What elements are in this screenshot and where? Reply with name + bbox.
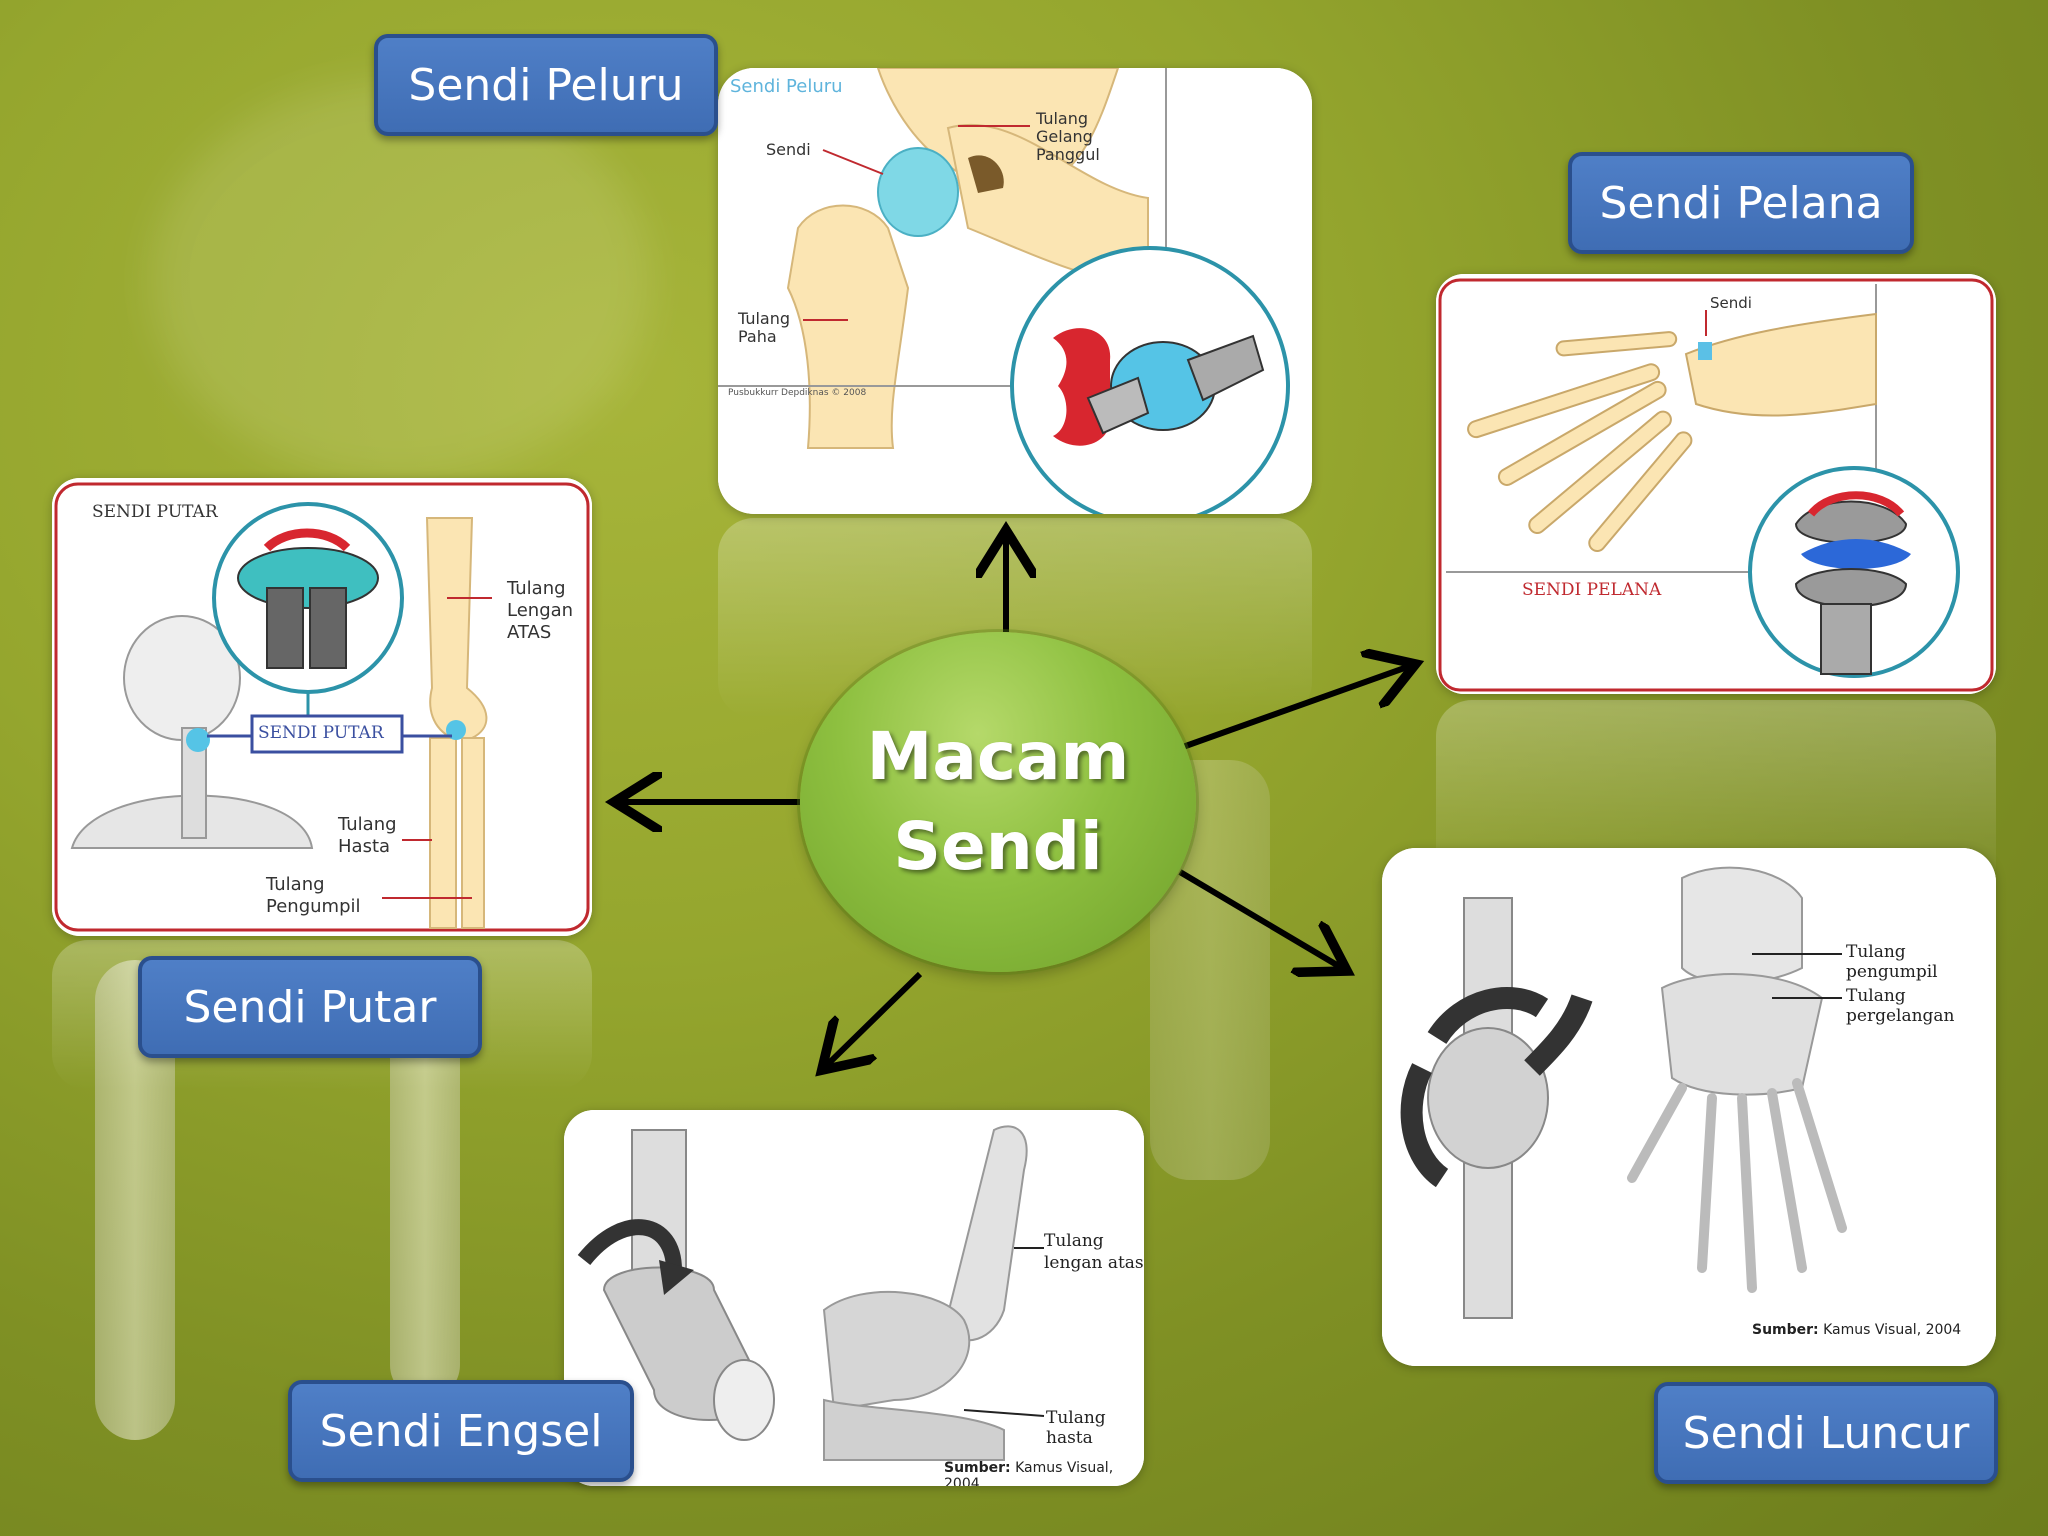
- peluru-label-gelang-1: Tulang: [1036, 109, 1089, 128]
- sendi-luncur-image: Tulang pengumpil Tulang pergelangan Sumb…: [1382, 848, 1996, 1366]
- peluru-label-gelang-2: Gelang: [1036, 127, 1093, 146]
- engsel-label-lengan-1: Tulang: [1044, 1231, 1104, 1251]
- sendi-pelana-image: Sendi SENDI PELANA: [1436, 274, 1996, 694]
- putar-figure-title: SENDI PUTAR: [92, 502, 218, 522]
- engsel-label-lengan-atas: Tulang lengan atas: [1044, 1230, 1144, 1274]
- putar-label-atas-1: Tulang: [507, 578, 566, 599]
- engsel-source-label: Sumber:: [944, 1460, 1011, 1476]
- putar-label-atas-2: Lengan: [507, 600, 574, 621]
- engsel-label-lengan-2: lengan atas: [1044, 1253, 1144, 1273]
- background-glow: [150, 80, 650, 480]
- label-sendi-luncur: Sendi Luncur: [1654, 1382, 1998, 1484]
- luncur-label-pengumpil: Tulang pengumpil: [1846, 942, 1938, 982]
- peluru-label-sendi: Sendi: [766, 140, 811, 159]
- label-sendi-peluru: Sendi Peluru: [374, 34, 718, 136]
- luncur-source-label: Sumber:: [1752, 1322, 1819, 1338]
- luncur-label-pergelangan: Tulang pergelangan: [1846, 986, 1955, 1026]
- putar-label-hasta-2: Hasta: [338, 836, 391, 857]
- arrow-to-pelana: [1178, 666, 1410, 751]
- arrow-to-engsel: [826, 971, 923, 1066]
- putar-label-lengan-atas: Tulang Lengan ATAS: [507, 578, 573, 644]
- peluru-label-gelang: Tulang Gelang Panggul: [1036, 110, 1100, 164]
- putar-label-hasta-1: Tulang: [338, 814, 397, 835]
- putar-label-hasta: Tulang Hasta: [338, 814, 397, 858]
- engsel-source-text: Kamus Visual, 2004: [944, 1460, 1114, 1486]
- putar-label-atas-3: ATAS: [507, 622, 552, 643]
- peluru-label-paha-1: Tulang: [738, 309, 791, 328]
- engsel-source: Sumber: Kamus Visual, 2004: [944, 1460, 1144, 1486]
- center-node-macam-sendi: Macam Sendi: [800, 632, 1196, 972]
- arrow-to-luncur: [1178, 869, 1342, 968]
- label-sendi-putar: Sendi Putar: [138, 956, 482, 1058]
- luncur-source-text: Kamus Visual, 2004: [1823, 1322, 1962, 1338]
- putar-label-pengumpil-1: Tulang: [266, 874, 325, 895]
- pelana-caption: SENDI PELANA: [1522, 580, 1662, 600]
- sendi-engsel-image: Tulang lengan atas Tulang hasta Sumber: …: [564, 1110, 1144, 1486]
- putar-box-label: SENDI PUTAR: [258, 723, 384, 743]
- center-title-line2: Sendi: [893, 808, 1103, 885]
- label-sendi-engsel: Sendi Engsel: [288, 1380, 634, 1482]
- label-sendi-pelana: Sendi Pelana: [1568, 152, 1914, 254]
- peluru-label-paha: Tulang Paha: [738, 310, 790, 346]
- putar-label-pengumpil-2: Pengumpil: [266, 896, 361, 917]
- peluru-credit: Pusbukkurr Depdiknas © 2008: [728, 388, 867, 398]
- sendi-putar-image: SENDI PUTAR SENDI PUTAR Tulang Lengan AT…: [52, 478, 592, 936]
- luncur-source: Sumber: Kamus Visual, 2004: [1752, 1322, 1961, 1338]
- putar-label-pengumpil: Tulang Pengumpil: [266, 874, 361, 918]
- peluru-figure-title: Sendi Peluru: [730, 76, 843, 97]
- sendi-peluru-image: Sendi Peluru Sendi Tulang Gelang Panggul…: [718, 68, 1312, 514]
- center-title-line1: Macam: [866, 718, 1130, 795]
- peluru-label-gelang-3: Panggul: [1036, 145, 1100, 164]
- peluru-label-paha-2: Paha: [738, 327, 777, 346]
- engsel-label-hasta: Tulang hasta: [1046, 1408, 1106, 1448]
- pelana-label-sendi: Sendi: [1710, 294, 1752, 312]
